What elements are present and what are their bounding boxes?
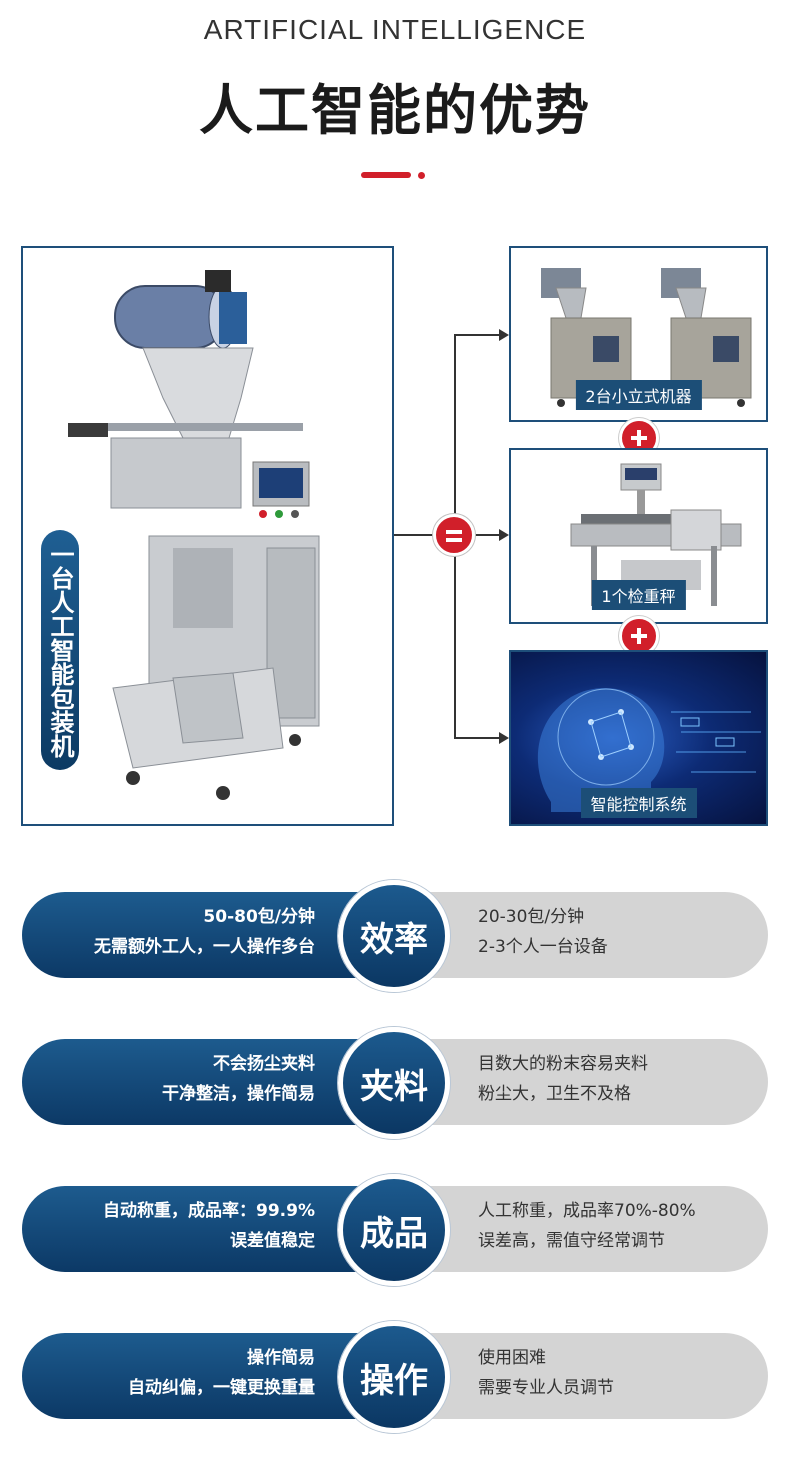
advantage-text: 50-80包/分钟 无需额外工人，一人操作多台: [94, 902, 315, 962]
comparison-topic: 夹料: [338, 1027, 450, 1139]
arrow-right-icon: [499, 732, 509, 744]
traditional-pill: [400, 1186, 768, 1272]
intelligent-control-label: 智能控制系统: [580, 788, 697, 818]
two-machines-box: 2台小立式机器: [509, 246, 768, 422]
advantage-line: 干净整洁，操作简易: [162, 1084, 315, 1104]
accent-dot: [418, 172, 425, 179]
advantage-line: 无需额外工人，一人操作多台: [94, 937, 315, 957]
arrow-right-icon: [499, 329, 509, 341]
connector-line: [475, 534, 499, 536]
traditional-line: 20-30包/分钟: [478, 907, 585, 927]
traditional-line: 粉尘大，卫生不及格: [478, 1084, 631, 1104]
advantage-line: 误差值稳定: [230, 1231, 315, 1251]
accent-divider: [361, 172, 411, 178]
checkweigher-illustration: [570, 463, 742, 606]
traditional-text: 目数大的粉末容易夹料 粉尘大，卫生不及格: [478, 1049, 648, 1109]
traditional-text: 20-30包/分钟 2-3个人一台设备: [478, 902, 608, 962]
traditional-pill: [400, 1039, 768, 1125]
machine-image-panel: 一台人工智能包装机: [21, 246, 394, 826]
advantage-text: 自动称重，成品率：99.9% 误差值稳定: [103, 1196, 315, 1256]
advantage-line: 操作简易: [247, 1348, 315, 1368]
comparison-topic: 操作: [338, 1321, 450, 1433]
traditional-line: 使用困难: [478, 1348, 546, 1368]
traditional-line: 目数大的粉末容易夹料: [478, 1054, 648, 1074]
advantage-line: 不会扬尘夹料: [213, 1054, 315, 1074]
connector-line: [394, 534, 454, 536]
machine-vertical-label: 一台人工智能包装机: [41, 530, 79, 770]
packaging-machine-illustration: [68, 270, 320, 800]
connector-line: [454, 334, 499, 336]
checkweigher-label: 1个检重秤: [591, 580, 686, 610]
comparison-row-efficiency: 50-80包/分钟 无需额外工人，一人操作多台 20-30包/分钟 2-3个人一…: [0, 880, 790, 992]
header-subtitle: ARTIFICIAL INTELLIGENCE: [203, 14, 587, 45]
advantage-line: 自动纠偏，一键更换重量: [128, 1378, 315, 1398]
advantage-text: 不会扬尘夹料 干净整洁，操作简易: [162, 1049, 315, 1109]
two-machines-label: 2台小立式机器: [575, 380, 702, 410]
comparison-row-product: 自动称重，成品率：99.9% 误差值稳定 人工称重，成品率70%-80% 误差高…: [0, 1174, 790, 1286]
connector-line: [454, 737, 499, 739]
advantage-text: 操作简易 自动纠偏，一键更换重量: [128, 1343, 315, 1403]
page-title: 人工智能的优势: [199, 79, 591, 142]
traditional-pill: [400, 892, 768, 978]
comparison-topic: 成品: [338, 1174, 450, 1286]
comparison-row-operation: 操作简易 自动纠偏，一键更换重量 使用困难 需要专业人员调节 操作: [0, 1321, 790, 1433]
comparison-topic: 效率: [338, 880, 450, 992]
checkweigher-box: 1个检重秤: [509, 448, 768, 624]
ai-head-illustration: [537, 688, 761, 812]
traditional-line: 误差高，需值守经常调节: [478, 1231, 665, 1251]
traditional-line: 2-3个人一台设备: [478, 937, 608, 957]
traditional-line: 人工称重，成品率70%-80%: [478, 1201, 696, 1221]
traditional-line: 需要专业人员调节: [478, 1378, 614, 1398]
equals-icon: [433, 514, 475, 556]
comparison-row-clamping: 不会扬尘夹料 干净整洁，操作简易 目数大的粉末容易夹料 粉尘大，卫生不及格 夹料: [0, 1027, 790, 1139]
advantage-line: 自动称重，成品率：99.9%: [103, 1201, 315, 1221]
traditional-pill: [400, 1333, 768, 1419]
traditional-text: 使用困难 需要专业人员调节: [478, 1343, 614, 1403]
traditional-text: 人工称重，成品率70%-80% 误差高，需值守经常调节: [478, 1196, 696, 1256]
advantage-line: 50-80包/分钟: [203, 907, 315, 927]
arrow-right-icon: [499, 529, 509, 541]
intelligent-control-box: 智能控制系统: [509, 650, 768, 826]
